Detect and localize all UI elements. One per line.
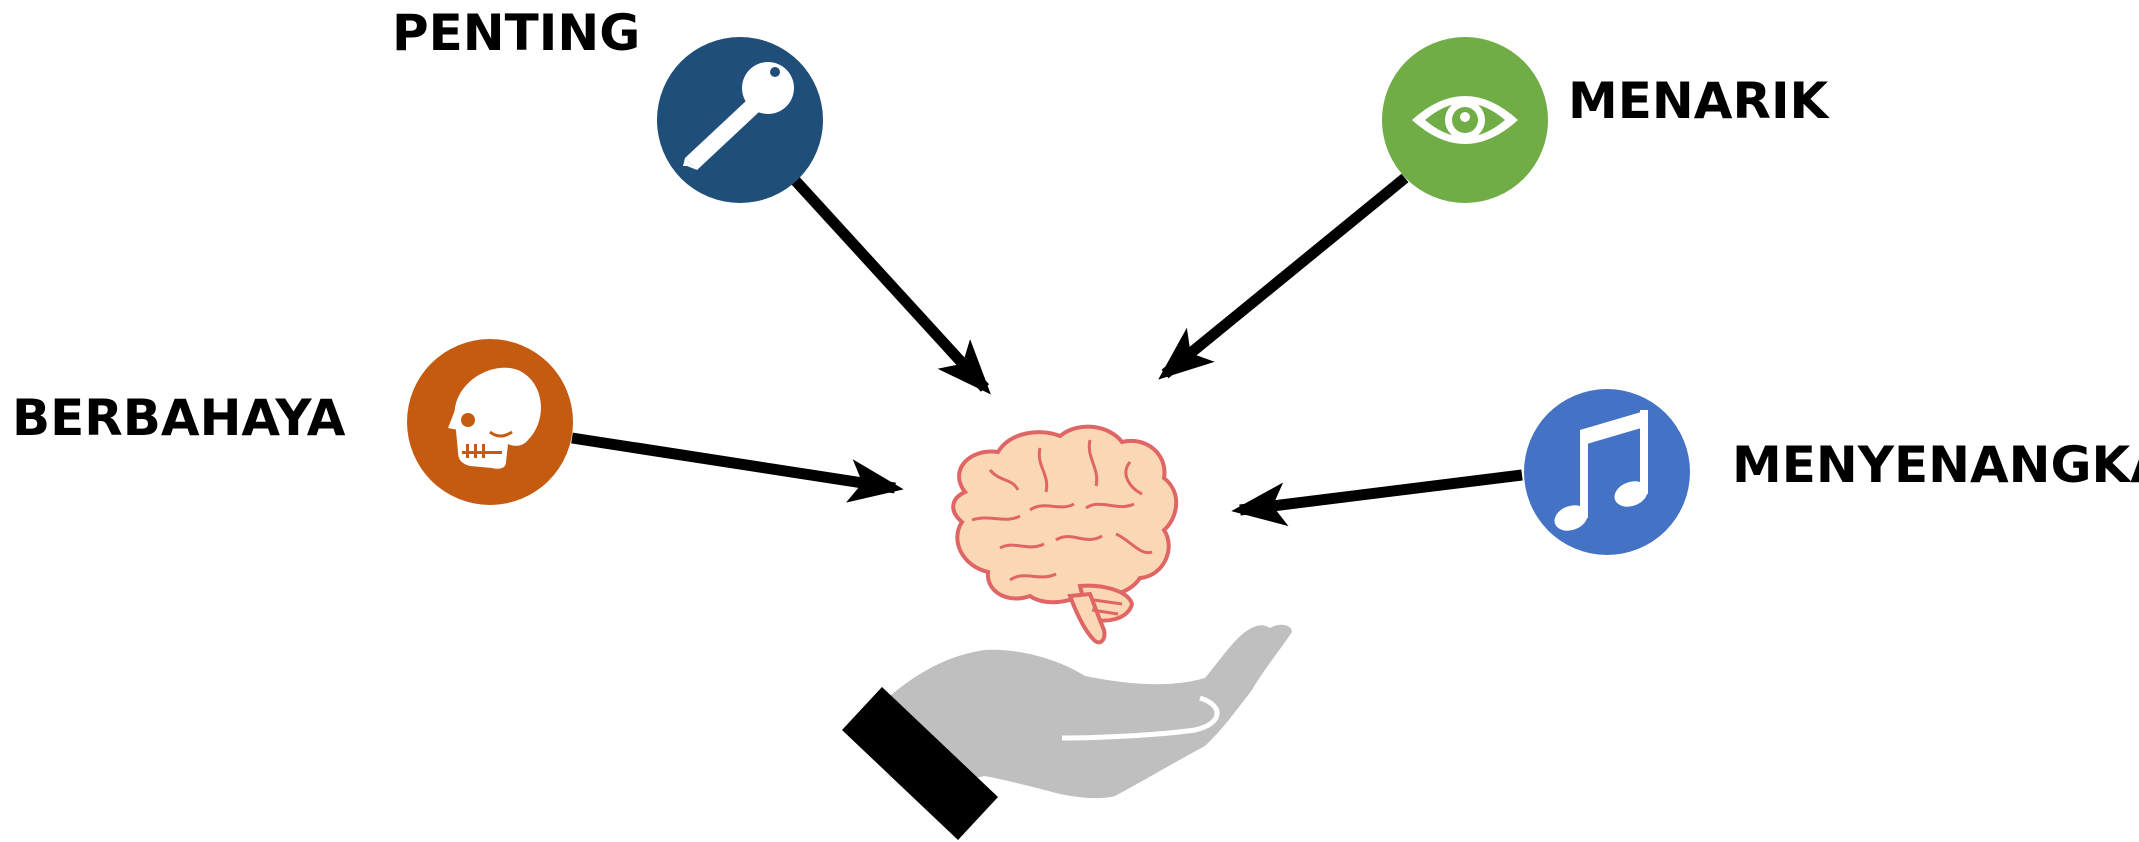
label-penting: PENTING [392, 4, 640, 62]
node-berbahaya: BERBAHAYA [12, 339, 573, 505]
node-menarik: MENARIK [1382, 37, 1831, 203]
skull-icon [448, 367, 541, 469]
node-menyenangkan: MENYENANGKAN [1524, 389, 2139, 555]
sleeve-cuff [842, 687, 998, 840]
menyenangkan-circle [1524, 389, 1690, 555]
key-icon [683, 62, 794, 170]
arrow-menarik-to-brain [1158, 173, 1409, 380]
node-penting: PENTING [392, 4, 823, 203]
hand-palm [885, 624, 1292, 799]
arrow-penting-to-brain [788, 174, 991, 395]
arrows [571, 173, 1523, 527]
brain-stem [1067, 591, 1107, 645]
brain-icon [951, 424, 1179, 645]
brain-folds [971, 439, 1153, 616]
eye-icon [1412, 96, 1518, 144]
music-note-icon [1554, 410, 1648, 531]
brain-cerebrum [951, 424, 1179, 605]
label-menarik: MENARIK [1568, 72, 1831, 130]
hand-finger-line [1061, 695, 1220, 741]
label-berbahaya: BERBAHAYA [12, 389, 346, 447]
open-hand-icon [842, 624, 1292, 840]
arrow-berbahaya-to-brain [571, 432, 904, 503]
arrow-menyenangkan-to-brain [1231, 469, 1523, 527]
label-menyenangkan: MENYENANGKAN [1732, 436, 2139, 494]
